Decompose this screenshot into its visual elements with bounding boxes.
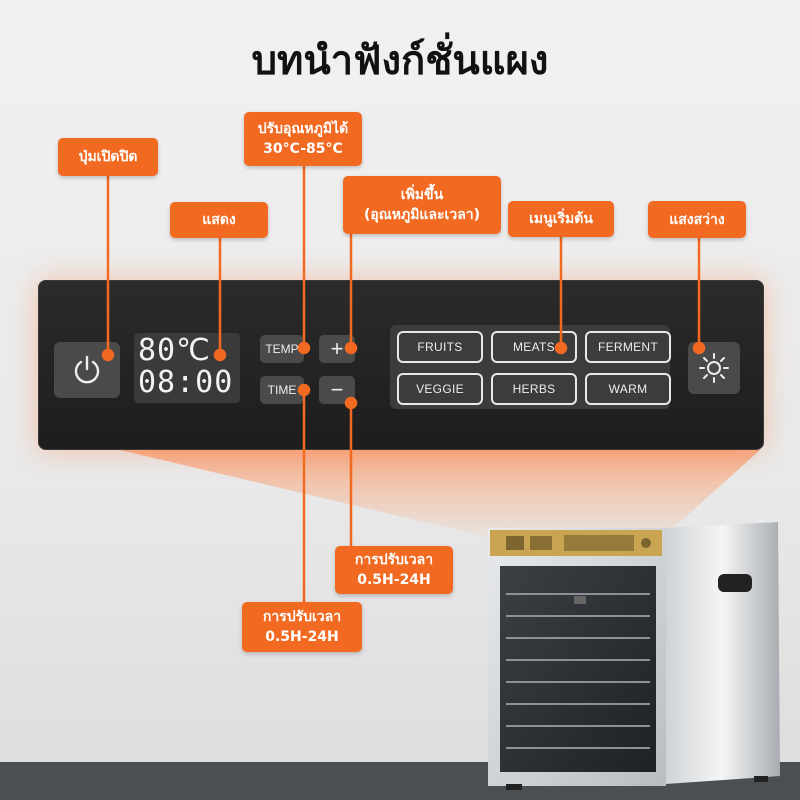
led-display: 80℃ 08:00 <box>134 333 240 403</box>
page-title: บทนำฟังก์ชั่นแผง <box>251 38 549 84</box>
callout-increase-line1: เพิ่มขึ้น <box>400 187 444 203</box>
plus-button[interactable]: + <box>319 335 355 363</box>
callout-time-adjust-right-line2: 0.5H-24H <box>357 572 431 588</box>
menu-group <box>390 325 670 409</box>
callout-power-text: ปุ่มเปิดปิด <box>78 149 138 165</box>
callout-temp-range-line2: 30°C-85°C <box>263 141 343 157</box>
menu-meats-button[interactable]: MEATS <box>491 331 577 363</box>
callout-power: ปุ่มเปิดปิด <box>58 138 158 176</box>
callout-time-adjust-right: การปรับเวลา 0.5H-24H <box>335 546 453 594</box>
callout-menu-text: เมนูเริ่มต้น <box>529 211 593 227</box>
light-button[interactable] <box>688 342 740 394</box>
display-temp: 80℃ <box>138 333 211 368</box>
callout-increase: เพิ่มขึ้น (อุณหภูมิและเวลา) <box>343 176 501 234</box>
callout-time-adjust-left: การปรับเวลา 0.5H-24H <box>242 602 362 652</box>
menu-veggie-button[interactable]: VEGGIE <box>397 373 483 405</box>
callout-display: แสดง <box>170 202 268 238</box>
callout-temp-range-line1: ปรับอุณหภูมิได้ <box>257 121 349 137</box>
callout-time-adjust-right-line1: การปรับเวลา <box>354 552 434 568</box>
callout-display-text: แสดง <box>202 212 236 228</box>
callout-menu: เมนูเริ่มต้น <box>508 201 614 237</box>
callout-light: แสงสว่าง <box>648 201 746 238</box>
temp-button[interactable]: TEMP <box>260 335 304 363</box>
menu-ferment-button[interactable]: FERMENT <box>585 331 671 363</box>
callout-time-adjust-left-line2: 0.5H-24H <box>265 629 339 645</box>
power-button[interactable] <box>54 342 120 398</box>
dehydrator-image <box>488 522 780 790</box>
power-icon <box>74 355 100 384</box>
display-time: 08:00 <box>138 365 234 400</box>
callout-light-text: แสงสว่าง <box>669 211 725 228</box>
menu-herbs-button[interactable]: HERBS <box>491 373 577 405</box>
menu-fruits-button[interactable]: FRUITS <box>397 331 483 363</box>
callout-increase-line2: (อุณหภูมิและเวลา) <box>363 207 481 223</box>
callout-time-adjust-left-line1: การปรับเวลา <box>262 609 342 625</box>
sun-icon <box>699 353 729 383</box>
menu-warm-button[interactable]: WARM <box>585 373 671 405</box>
minus-button[interactable]: − <box>319 376 355 404</box>
time-button[interactable]: TIME <box>260 376 304 404</box>
callout-temp-range: ปรับอุณหภูมิได้ 30°C-85°C <box>244 112 362 166</box>
